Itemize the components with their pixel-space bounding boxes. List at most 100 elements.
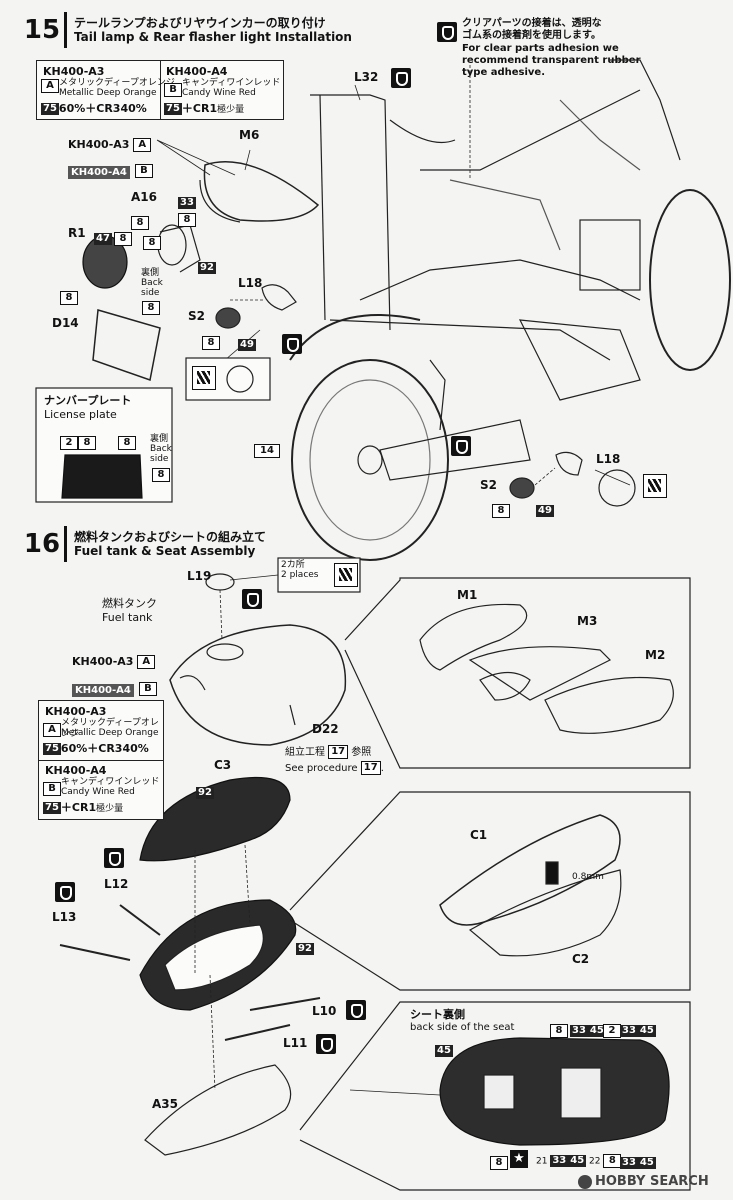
color-code-92: 92 xyxy=(196,786,214,799)
watermark: HOBBY SEARCH xyxy=(578,1174,709,1189)
color-code-8: 8 xyxy=(142,300,160,315)
star-icon: ★ xyxy=(510,1150,528,1168)
color-a3-mix: 60%＋ xyxy=(58,102,97,115)
color-a4-letter: B xyxy=(43,781,61,796)
part-d14: D14 xyxy=(52,316,79,330)
color-a3-model: KH400-A3 xyxy=(43,65,105,78)
color-code-21: 21 xyxy=(536,1156,548,1167)
color-code-8: 8 xyxy=(114,231,132,246)
color-code-8: 8 xyxy=(78,435,96,450)
watermark-logo-icon xyxy=(578,1174,592,1189)
color-code-8: 8 xyxy=(603,1154,622,1168)
glue-icon xyxy=(242,589,262,609)
color-code-49: 49 xyxy=(238,338,256,351)
color-code-8: 8 xyxy=(492,503,510,518)
color-a3-model: KH400-A3 xyxy=(45,705,107,718)
part-l32: L32 xyxy=(354,70,379,84)
step-15-title-ja: テールランプおよびリヤウインカーの取り付け xyxy=(74,16,326,30)
color-code-22: 22 xyxy=(589,1156,601,1167)
color-code-2: 2 xyxy=(603,1023,621,1038)
back-side-label: 裏側 Back side xyxy=(141,268,163,298)
part-s2-lower: S2 xyxy=(480,478,497,492)
step-15-number: 15 xyxy=(20,12,67,48)
color-code-45: 45 xyxy=(568,1155,587,1167)
fuel-tank-en: Fuel tank xyxy=(102,611,153,624)
procedure-ref-ja2: 参照 xyxy=(351,747,372,758)
kh-a4-label: KH400-A4 xyxy=(72,684,134,697)
part-m6: M6 xyxy=(239,128,260,142)
back-side-ja: 裏側 xyxy=(141,268,160,278)
color-a4-code2: CR1 xyxy=(71,801,97,814)
color-a4-ja: キャンディワインレッド xyxy=(61,777,160,787)
note-ja-2: ゴム系の接着剤を使用します。 xyxy=(462,30,601,41)
note-ja-1: クリアパーツの接着は、透明な xyxy=(462,18,602,29)
glue-icon xyxy=(391,68,411,88)
color-a4-model: KH400-A4 xyxy=(45,764,107,777)
part-l18-lower: L18 xyxy=(596,452,621,466)
fuel-tank-ja: 燃料タンク xyxy=(102,597,157,610)
color-a4-plus: ＋ xyxy=(60,801,72,814)
plate-back-ja: 裏側 xyxy=(150,434,169,444)
two-places-ja: 2カ所 xyxy=(281,560,305,570)
step-16-title-ja: 燃料タンクおよびシートの組み立て xyxy=(74,530,267,544)
color-code-8: 8 xyxy=(178,212,196,227)
color-code-8: 8 xyxy=(118,435,136,450)
color-code-2: 2 xyxy=(60,435,78,450)
color-a4-en: Candy Wine Red xyxy=(61,787,135,797)
color-a4-code2: CR1 xyxy=(192,102,218,115)
color-code-45: 45 xyxy=(435,1044,453,1057)
part-c3: C3 xyxy=(214,758,232,772)
glue-note: クリアパーツの接着は、透明な ゴム系の接着剤を使用します。 For clear … xyxy=(462,18,641,79)
glue-icon xyxy=(104,848,124,868)
step-16-title-en: Fuel tank & Seat Assembly xyxy=(74,544,256,558)
glue-icon xyxy=(282,334,302,354)
part-c1: C1 xyxy=(470,828,488,842)
part-14: 14 xyxy=(254,443,280,458)
part-l13: L13 xyxy=(52,910,77,924)
note-en-1: For clear parts adhesion we xyxy=(462,43,619,54)
color-table-16: KH400-A3 A メタリックディープオレンジ Metallic Deep O… xyxy=(38,700,164,820)
color-a3-code2: CR3 xyxy=(98,742,123,755)
color-a4-ja: キャンディワインレッド xyxy=(182,78,281,88)
part-m2: M2 xyxy=(645,648,666,662)
note-en-3: type adhesive. xyxy=(462,67,546,78)
part-s2: S2 xyxy=(188,309,205,323)
color-code-8: 8 xyxy=(143,235,161,250)
color-code-33: 33 xyxy=(570,1024,588,1037)
color-a4-model: KH400-A4 xyxy=(166,65,228,78)
kh-b-letter: B xyxy=(138,681,157,696)
kh-a-letter: A xyxy=(137,655,156,669)
part-l12: L12 xyxy=(104,877,129,891)
seat-back-title-en: back side of the seat xyxy=(410,1022,515,1033)
kh-a4-label: KH400-A4 xyxy=(68,166,130,179)
color-code-92: 92 xyxy=(296,942,314,955)
color-a3-mix2: 40% xyxy=(120,102,147,115)
two-places-en: 2 places xyxy=(281,570,319,580)
color-a3-letter: A xyxy=(43,722,61,737)
part-c2: C2 xyxy=(572,952,590,966)
watermark-text: HOBBY SEARCH xyxy=(595,1174,709,1189)
color-code-33: 33 xyxy=(550,1155,569,1167)
plate-back-side: 裏側 Back side xyxy=(150,434,172,464)
color-code-8: 8 xyxy=(202,335,220,350)
drill-size: 0.8mm xyxy=(572,872,604,882)
color-code-33: 33 xyxy=(178,196,196,209)
color-a4-plus: ＋ xyxy=(181,102,193,115)
part-r1: R1 xyxy=(68,226,86,240)
paint-detail-icon xyxy=(192,366,216,390)
color-a3-en: Metallic Deep Orange xyxy=(61,728,159,738)
color-code-8: 8 xyxy=(490,1155,508,1170)
seat-back-title-ja: シート裏側 xyxy=(410,1008,465,1021)
color-code-8: 8 xyxy=(131,215,149,230)
part-l19: L19 xyxy=(187,569,212,583)
part-l10: L10 xyxy=(312,1004,337,1018)
see-procedure-en: See procedure xyxy=(285,763,358,774)
color-a4-code: 75 xyxy=(43,802,61,814)
plate-title-ja: ナンバープレート xyxy=(44,394,132,407)
procedure-ref-ja: 組立工程 xyxy=(285,747,325,758)
glue-icon xyxy=(316,1034,336,1054)
color-a4-en: Candy Wine Red xyxy=(182,88,256,98)
color-table-15: KH400-A3 A メタリックディープオレンジ Metallic Deep O… xyxy=(36,60,284,120)
